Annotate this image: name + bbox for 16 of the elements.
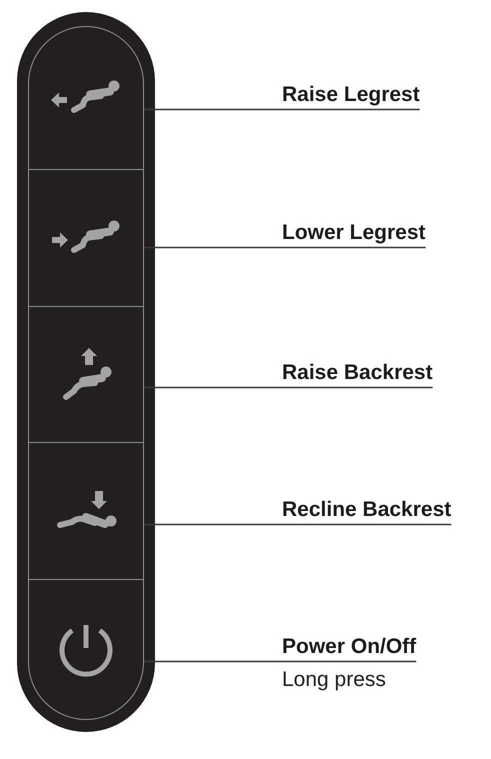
leader-line [144,524,452,526]
leader-line [144,108,420,110]
remote-button [28,306,144,443]
leader-line [144,246,426,248]
leader-line [144,386,433,388]
button-label: Lower Legrest [282,220,426,246]
button-label: Raise Legrest [282,82,420,108]
button-label: Power On/Off [282,634,416,660]
remote-button [28,26,144,170]
button-label: Raise Backrest [282,360,433,386]
remote-button [28,169,144,307]
note-text: Long press [282,667,386,693]
remote-button [28,579,144,720]
button-label: Recline Backrest [282,497,452,523]
remote-button [28,442,144,580]
leader-line [144,660,416,662]
